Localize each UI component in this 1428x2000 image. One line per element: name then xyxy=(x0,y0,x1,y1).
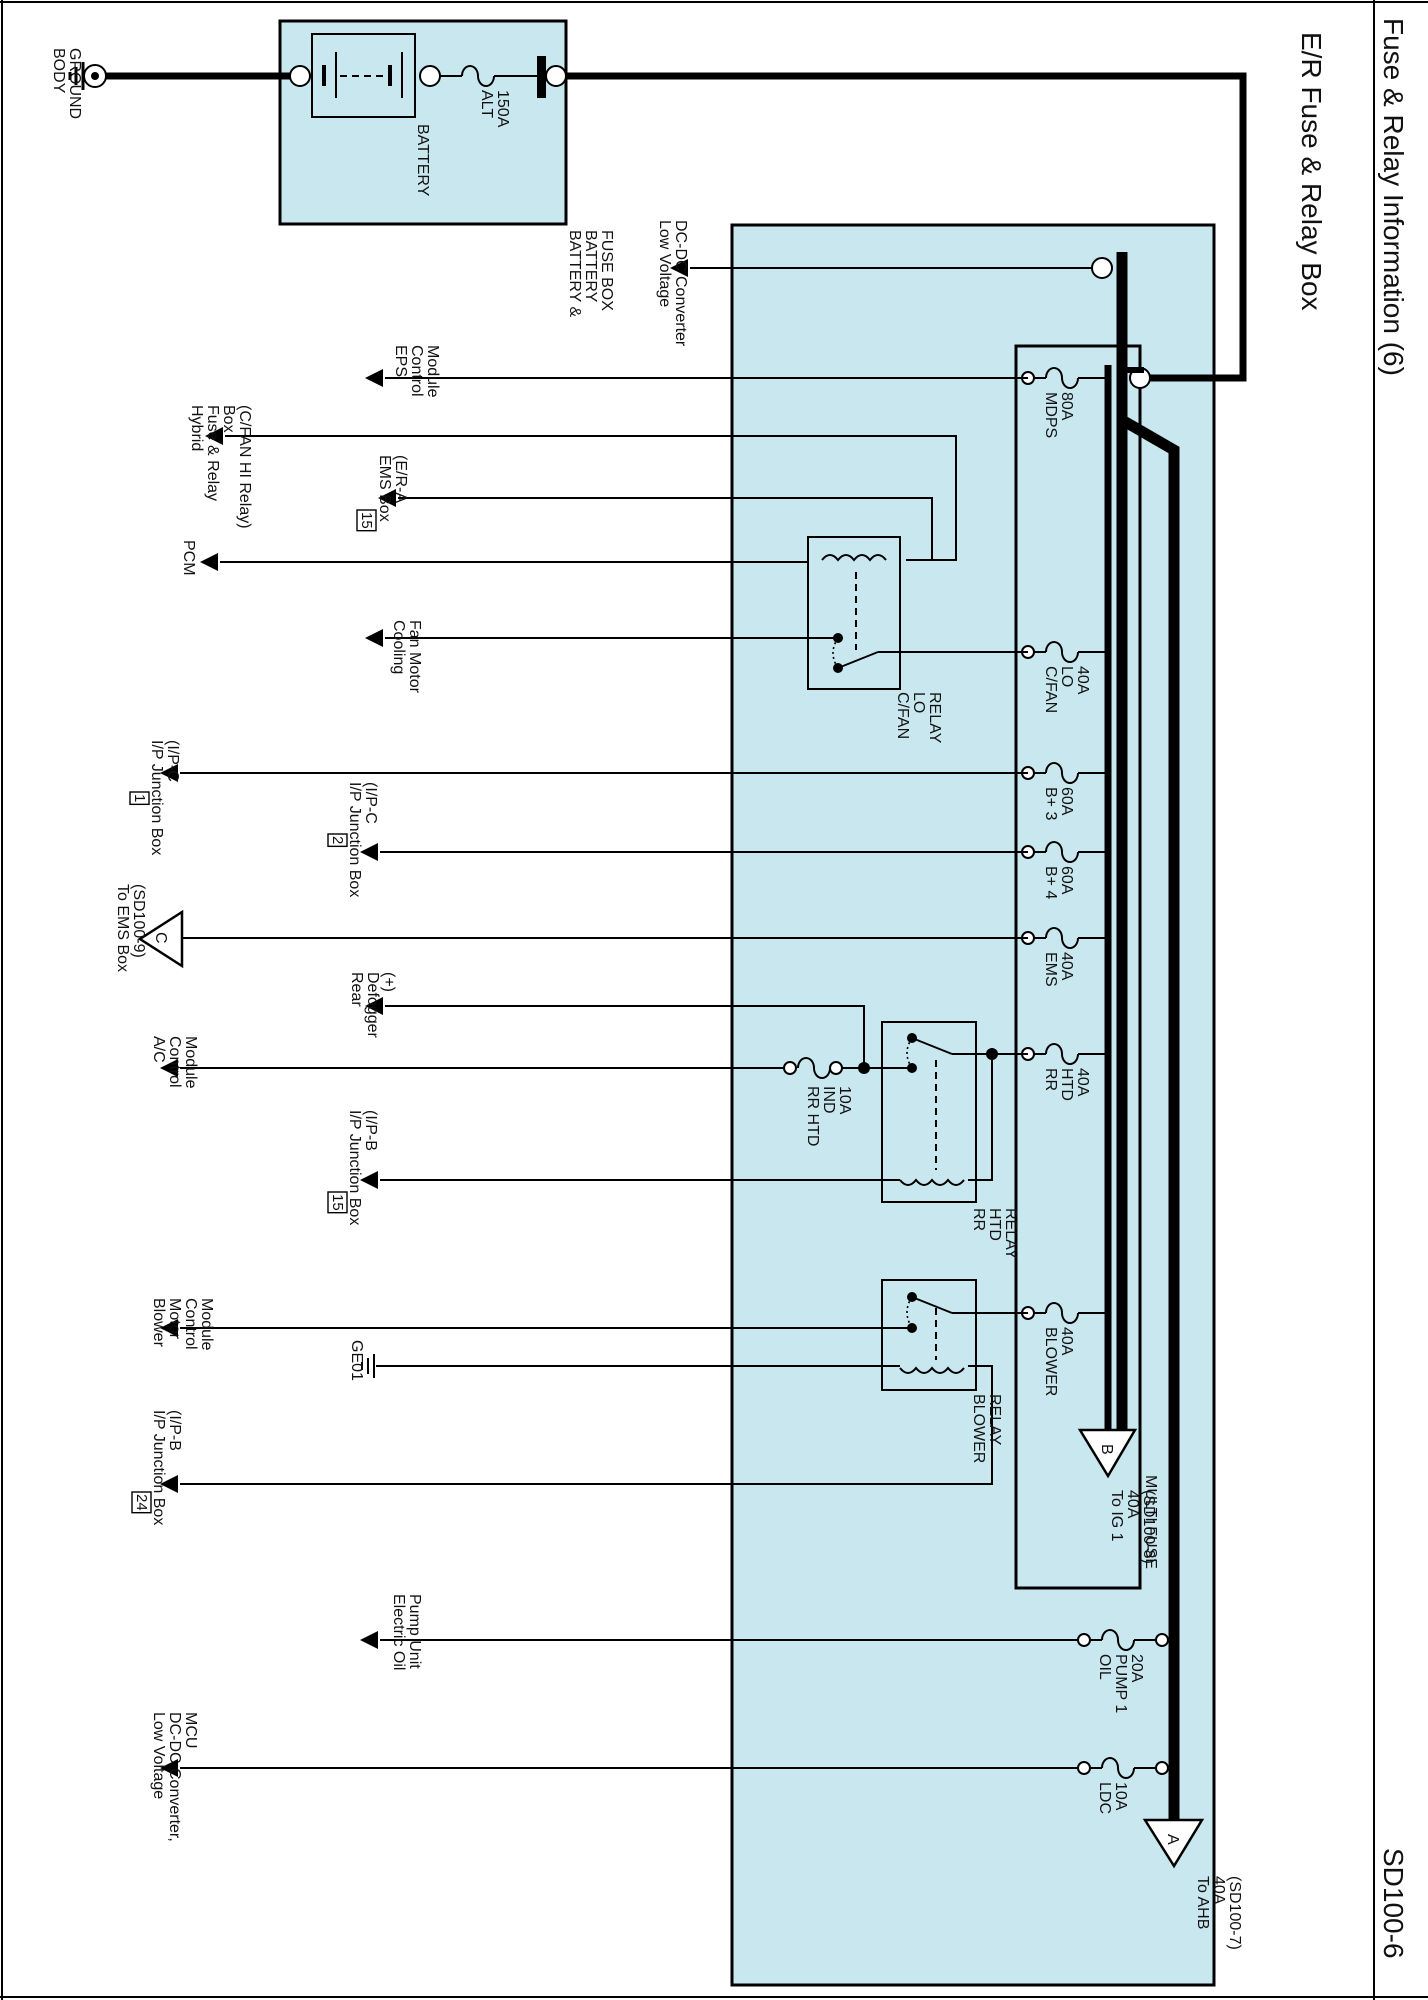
cfan-lo-relay xyxy=(807,536,901,690)
fuse-label-mdps: MDPS80A xyxy=(1042,392,1075,438)
rr-htd-relay-label: RR HTD RELAY xyxy=(970,1208,1019,1260)
connector-b-letter: B xyxy=(1098,1444,1115,1455)
fuse-label-ems: EMS40A xyxy=(1042,952,1075,987)
blower-relay-label: BLOWER RELAY xyxy=(970,1394,1003,1468)
fuse-label-c-fan-lo: C/FANLO40A xyxy=(1042,666,1091,713)
rr-htd-relay xyxy=(881,1021,977,1203)
dest-ip-b-24: I/P Junction Box (I/P-B xyxy=(150,1410,183,1530)
cfan-relay-coil xyxy=(821,554,887,562)
battery-label: BATTERY xyxy=(414,124,431,197)
fuse-mdps: MDPS80A xyxy=(1021,367,1108,438)
rr-htd-relay-coil xyxy=(899,1178,965,1186)
dest-ip-c-2-pin: 2 xyxy=(329,836,346,844)
dest-eps-control-module: EPS Control Module xyxy=(392,345,441,401)
fuse-symbol xyxy=(1045,762,1079,784)
dest-rear-defogger: Rear Defogger (+) xyxy=(348,972,397,1042)
alt-fuse-symbol xyxy=(461,65,495,87)
dest-ldc-mcu: Low Voltage DC-DC Converter, MCU xyxy=(150,1712,199,1846)
rr-htd-ind-fuse-label: RR HTD IND 10A xyxy=(804,1086,853,1151)
dest-cooling-fan: Cooling Fan Motor xyxy=(390,620,423,694)
dest-ip-c-1-pin-box xyxy=(129,791,150,806)
main-supply-wire xyxy=(566,72,1247,382)
fuse-symbol xyxy=(1045,641,1079,663)
dest-ems-box-pin: 15 xyxy=(358,512,375,529)
dest-ip-b-24-pin: 24 xyxy=(133,1494,150,1511)
er-fuse-relay-box xyxy=(730,223,1216,1987)
fuse-ldc: LDC10A xyxy=(1077,1757,1169,1814)
dest-electric-oil-pump: Electric Oil Pump Unit xyxy=(390,1594,423,1675)
fuse-c-fan-lo: C/FANLO40A xyxy=(1021,641,1108,713)
dest-ip-b-15: I/P Junction Box (I/P-B xyxy=(346,1110,379,1230)
multi-fuse-label: MULTI FUSE xyxy=(1142,1475,1159,1569)
fuse-ems: EMS40A xyxy=(1021,927,1108,987)
blower-relay-coil xyxy=(899,1366,965,1374)
dest-ip-c-2-pin-box xyxy=(327,833,348,848)
ahb-bus xyxy=(1119,415,1180,1828)
fuse-label-ldc: LDC10A xyxy=(1096,1782,1129,1814)
fuse-symbol xyxy=(1045,1043,1079,1065)
connector-a-label: To AHB 40A (SD100-7) xyxy=(1194,1876,1243,1950)
cfan-lo-relay-label: C/FAN LO RELAY xyxy=(894,692,943,744)
fuse-label-blower: BLOWER40A xyxy=(1042,1327,1075,1396)
blower-relay xyxy=(881,1279,977,1391)
fuse-b-3: B+ 360A xyxy=(1021,762,1108,820)
dest-ip-c-1: I/P Junction Box (I/P-C xyxy=(148,740,181,860)
connector-c-letter: C xyxy=(152,932,169,944)
fuse-symbol xyxy=(1045,927,1079,949)
connector-b-label: To IG 1 40A (SD100-8) xyxy=(1108,1490,1157,1564)
multi-fuse-box xyxy=(1014,344,1142,1590)
rr-htd-ind-fuse-symbol xyxy=(797,1057,831,1079)
fuse-label-rr-htd: RRHTD40A xyxy=(1042,1068,1091,1101)
connector-a xyxy=(1142,1818,1205,1869)
dest-ip-c-1-pin: 1 xyxy=(131,794,148,802)
page-subtitle: E/R Fuse & Relay Box xyxy=(1296,32,1327,311)
dest-ge01: GE01 xyxy=(348,1340,365,1381)
dest-low-voltage-dcdc: Low Voltage DC-DC Converter xyxy=(656,220,689,347)
dest-ip-b-24-pin-box xyxy=(131,1491,152,1514)
battery-symbol xyxy=(311,33,416,118)
connector-c xyxy=(137,909,184,969)
connector-b xyxy=(1077,1428,1138,1479)
fuse-b-4: B+ 460A xyxy=(1021,841,1108,899)
fuse-rr-htd: RRHTD40A xyxy=(1021,1043,1108,1101)
fuse-symbol xyxy=(1101,1757,1135,1779)
dest-hybrid-fuse-box: Hybrid Fuse & Relay Box (C/FAN HI Relay) xyxy=(188,405,253,529)
fuse-label-b-4: B+ 460A xyxy=(1042,866,1075,899)
dest-blower-motor-module: Blower Motor Control Module xyxy=(150,1298,215,1354)
battery-fuse-box xyxy=(278,19,568,226)
connector-a-letter: A xyxy=(1164,1834,1181,1845)
ground-icon xyxy=(68,62,85,90)
fuse-symbol xyxy=(1101,1629,1135,1651)
dest-ip-b-15-pin-box xyxy=(327,1191,348,1214)
fuse-symbol xyxy=(1045,841,1079,863)
battery-box-title: BATTERY & BATTERY FUSE BOX xyxy=(566,230,615,322)
dest-ip-c-2: I/P Junction Box (I/P-C xyxy=(346,782,379,902)
page-code: SD100-6 xyxy=(1378,1848,1409,1959)
fuse-oil-pump-1: OILPUMP 120A xyxy=(1077,1629,1169,1713)
dest-pcm: PCM xyxy=(180,540,197,576)
dest-ems-box: EMS Box (E/R-A xyxy=(376,455,409,526)
dest-ems-box-pin-box xyxy=(356,509,377,532)
fuse-label-b-3: B+ 360A xyxy=(1042,787,1075,820)
alt-fuse-label: ALT 150A xyxy=(478,90,511,128)
page-title: Fuse & Relay Information (6) xyxy=(1378,18,1409,376)
fuse-label-oil-pump-1: OILPUMP 120A xyxy=(1096,1654,1145,1713)
ge01-ground-icon xyxy=(361,1354,375,1378)
fuse-symbol xyxy=(1045,1302,1079,1324)
body-ground-label: BODY GROUND xyxy=(50,48,83,119)
fuse-blower: BLOWER40A xyxy=(1021,1302,1108,1396)
dest-ip-b-15-pin: 15 xyxy=(329,1194,346,1211)
dest-to-ems-box: To EMS Box (SD100-9) xyxy=(114,884,147,976)
dest-ac-control-module: A/C Control Module xyxy=(150,1036,199,1092)
fuse-symbol xyxy=(1045,367,1079,389)
